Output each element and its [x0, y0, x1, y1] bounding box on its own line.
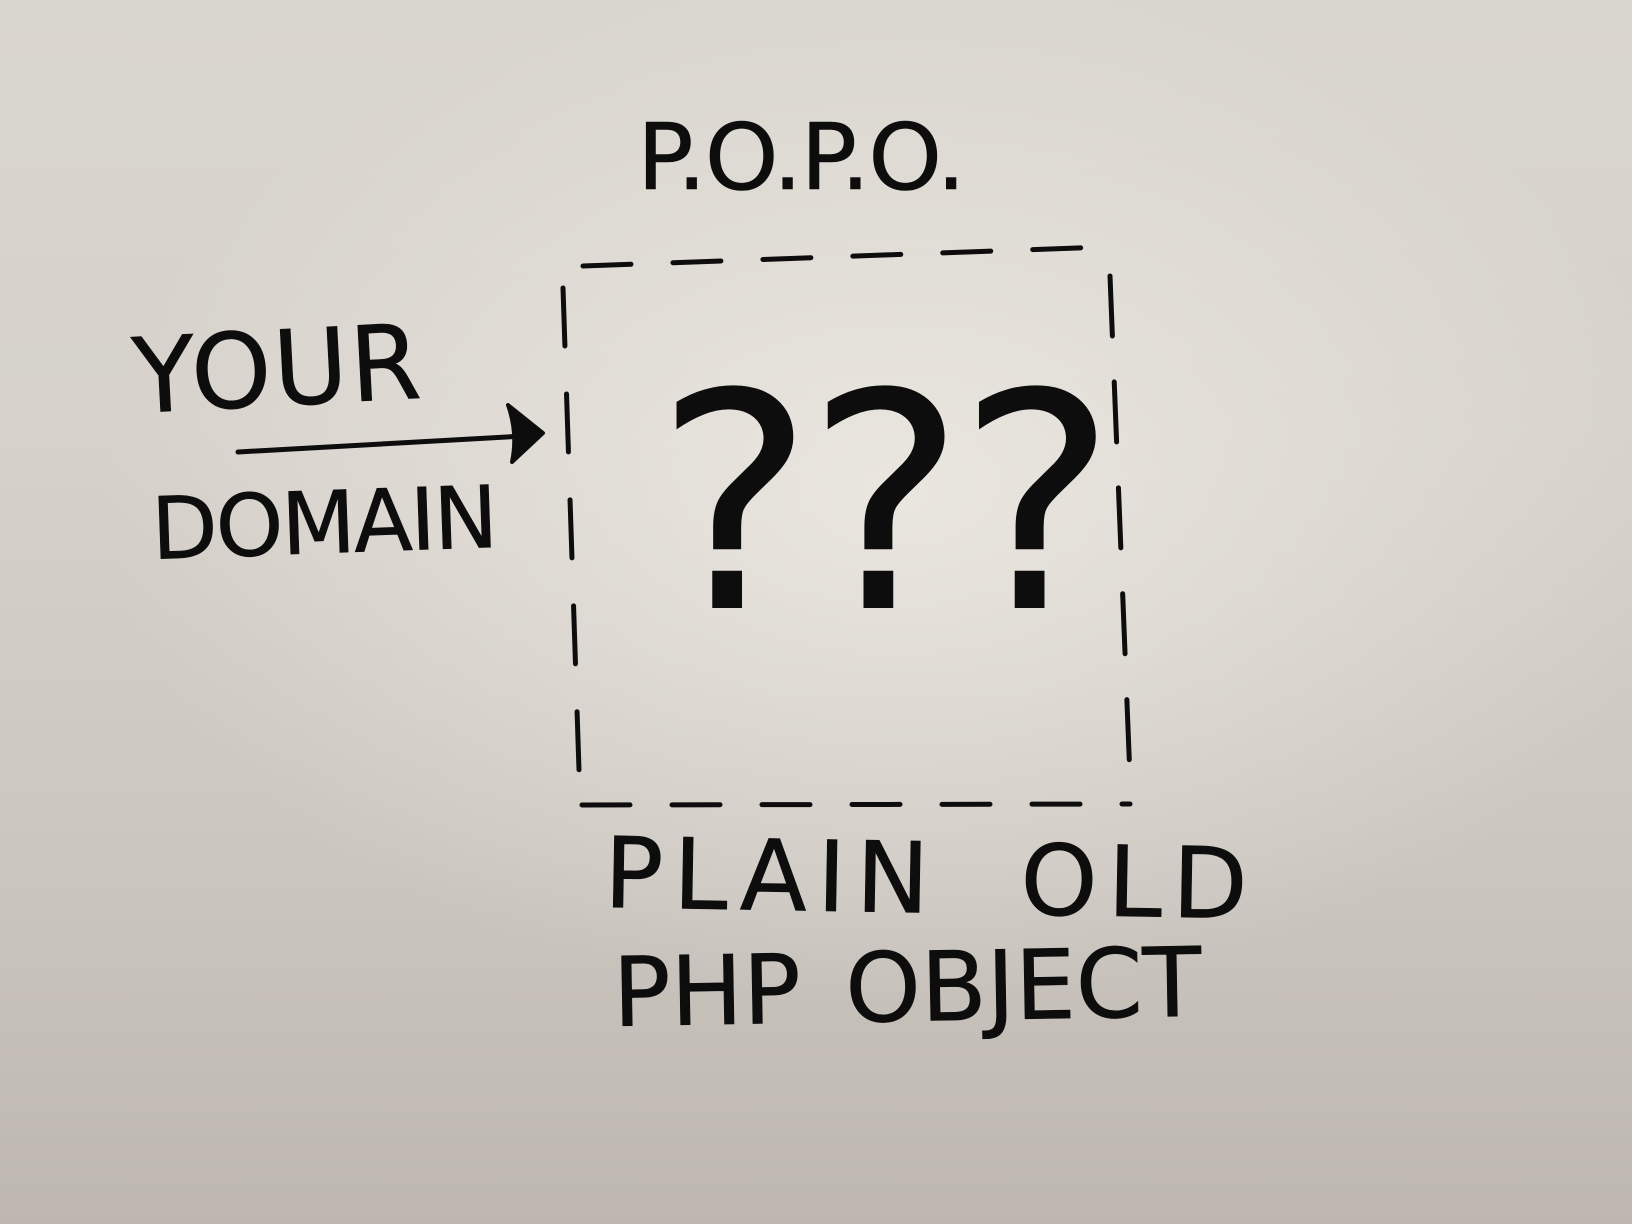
source-label-your: YOUR: [129, 300, 426, 439]
caption-plain-old: PLAIN OLD: [603, 817, 1259, 943]
arrow-shaft: [235, 433, 527, 455]
title-abbreviation: P.O.P.O.: [637, 104, 967, 211]
box-question-marks: ???: [655, 330, 1117, 679]
arrow-head: [506, 403, 545, 464]
caption-php-object: PHP OBJECT: [611, 926, 1203, 1049]
arrow: [235, 403, 545, 464]
dashed-box: [560, 244, 1133, 808]
source-label-domain: DOMAIN: [149, 467, 498, 581]
